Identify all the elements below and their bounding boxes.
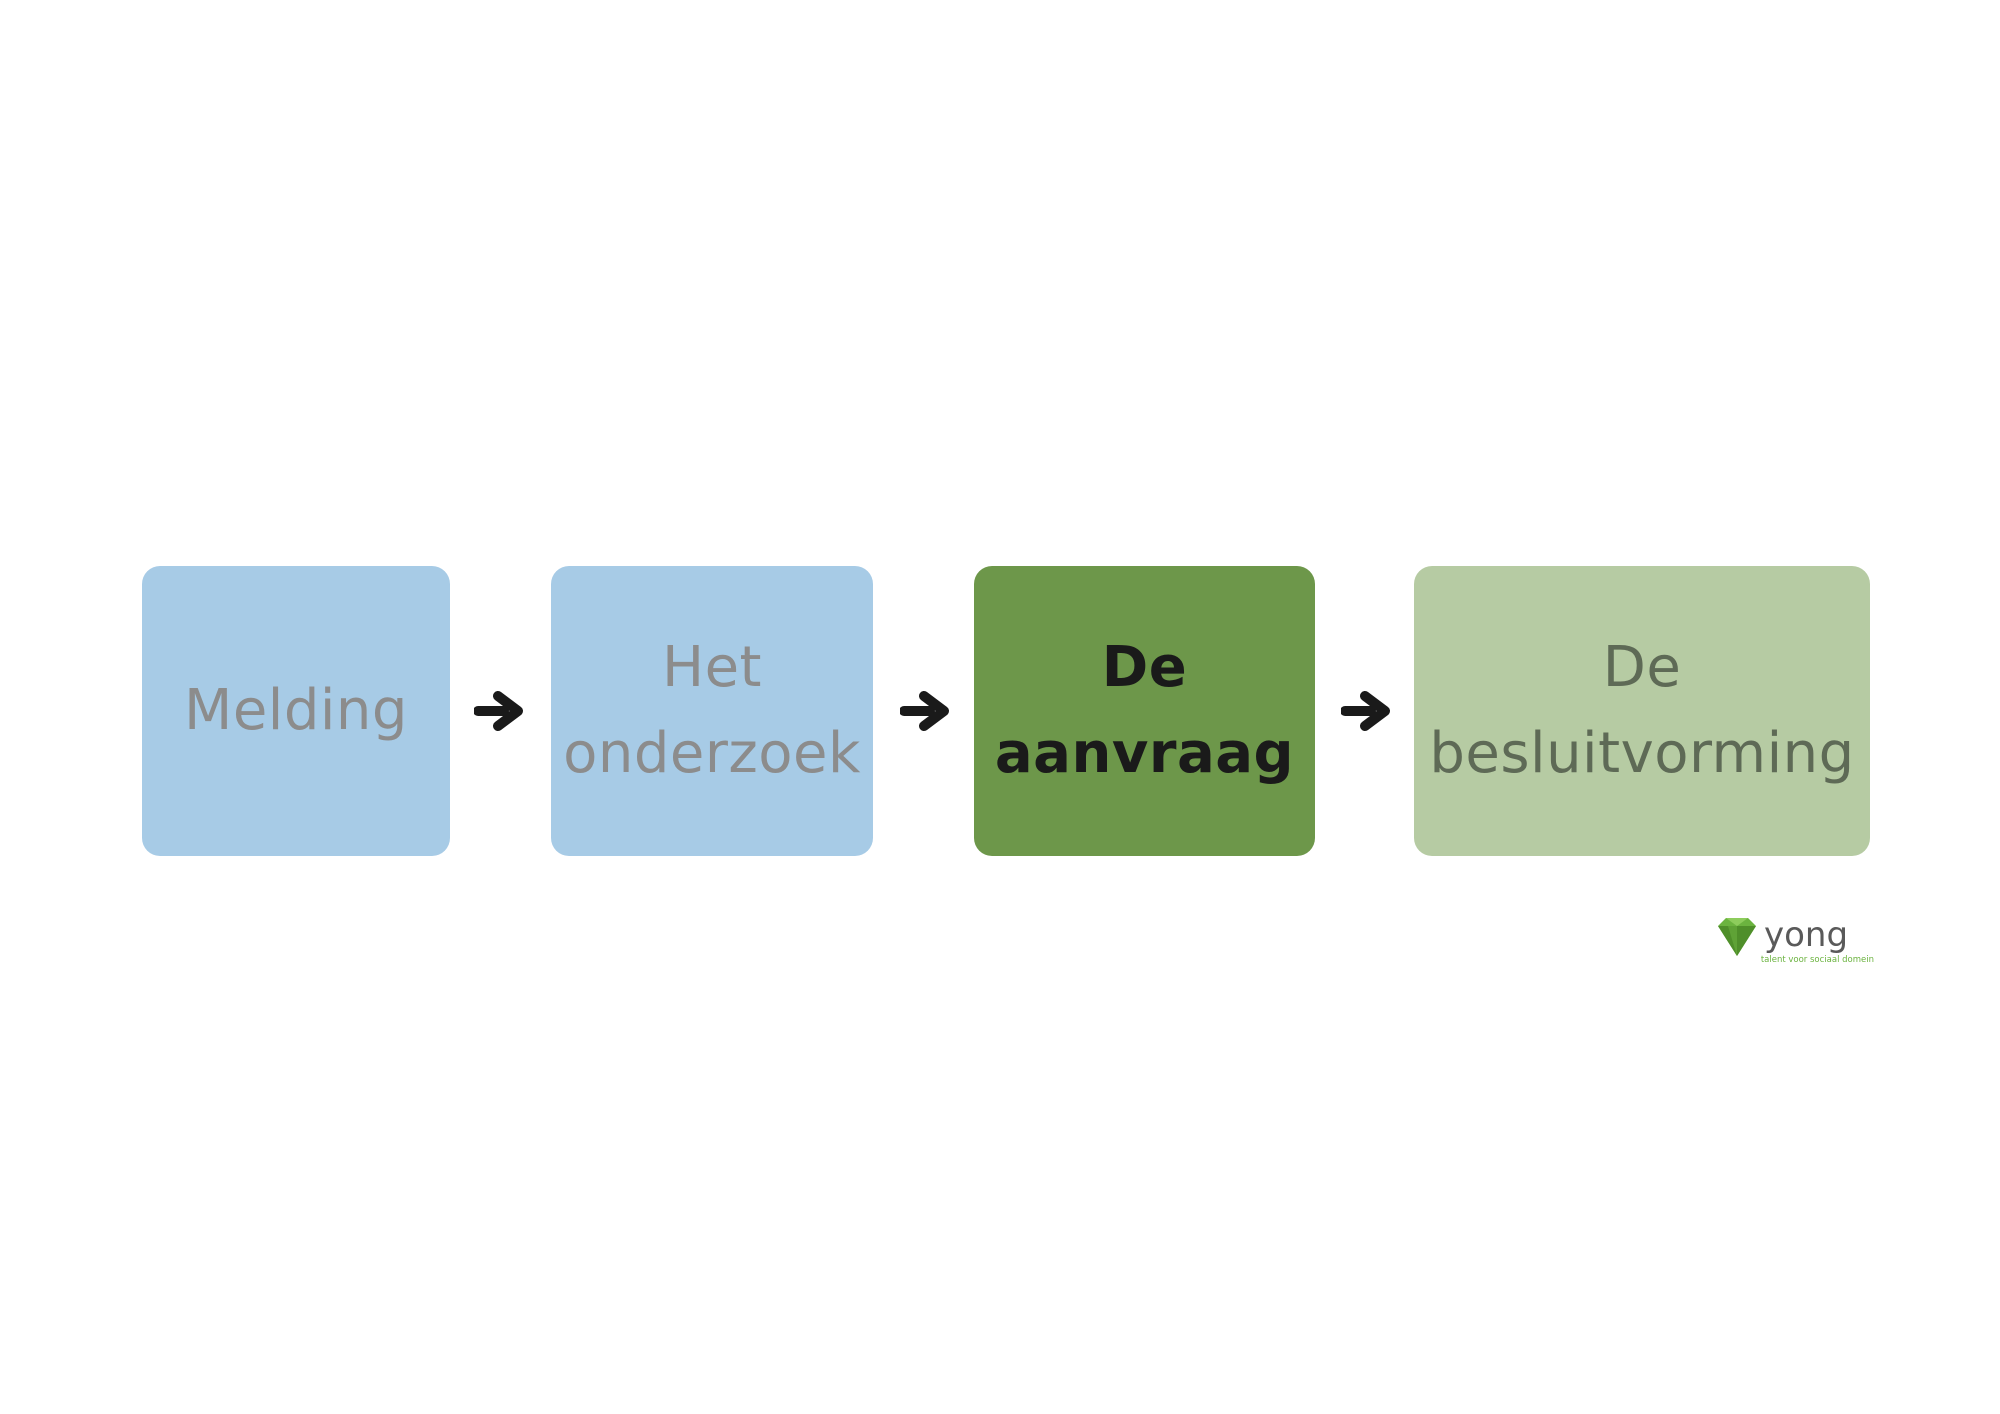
yong-logo: yong talent voor sociaal domein [1718,915,1874,965]
arrow-right-icon [900,691,949,731]
step-label: Melding [184,678,408,743]
step-het-onderzoek: Het onderzoek [551,566,873,856]
step-de-besluitvorming: De besluitvorming [1414,566,1870,856]
diamond-emblem-icon [1718,918,1756,956]
step-melding: Melding [142,566,450,856]
step-label: Het onderzoek [563,635,861,786]
step-de-aanvraag: De aanvraag [974,566,1315,856]
logo-wordmark: yong [1764,915,1848,955]
arrow-right-icon [1341,691,1390,731]
arrow-right-icon [474,691,523,731]
step-label: De aanvraag [994,635,1295,786]
step-label: De besluitvorming [1429,635,1855,786]
logo-tagline: talent voor sociaal domein [1761,955,1874,965]
